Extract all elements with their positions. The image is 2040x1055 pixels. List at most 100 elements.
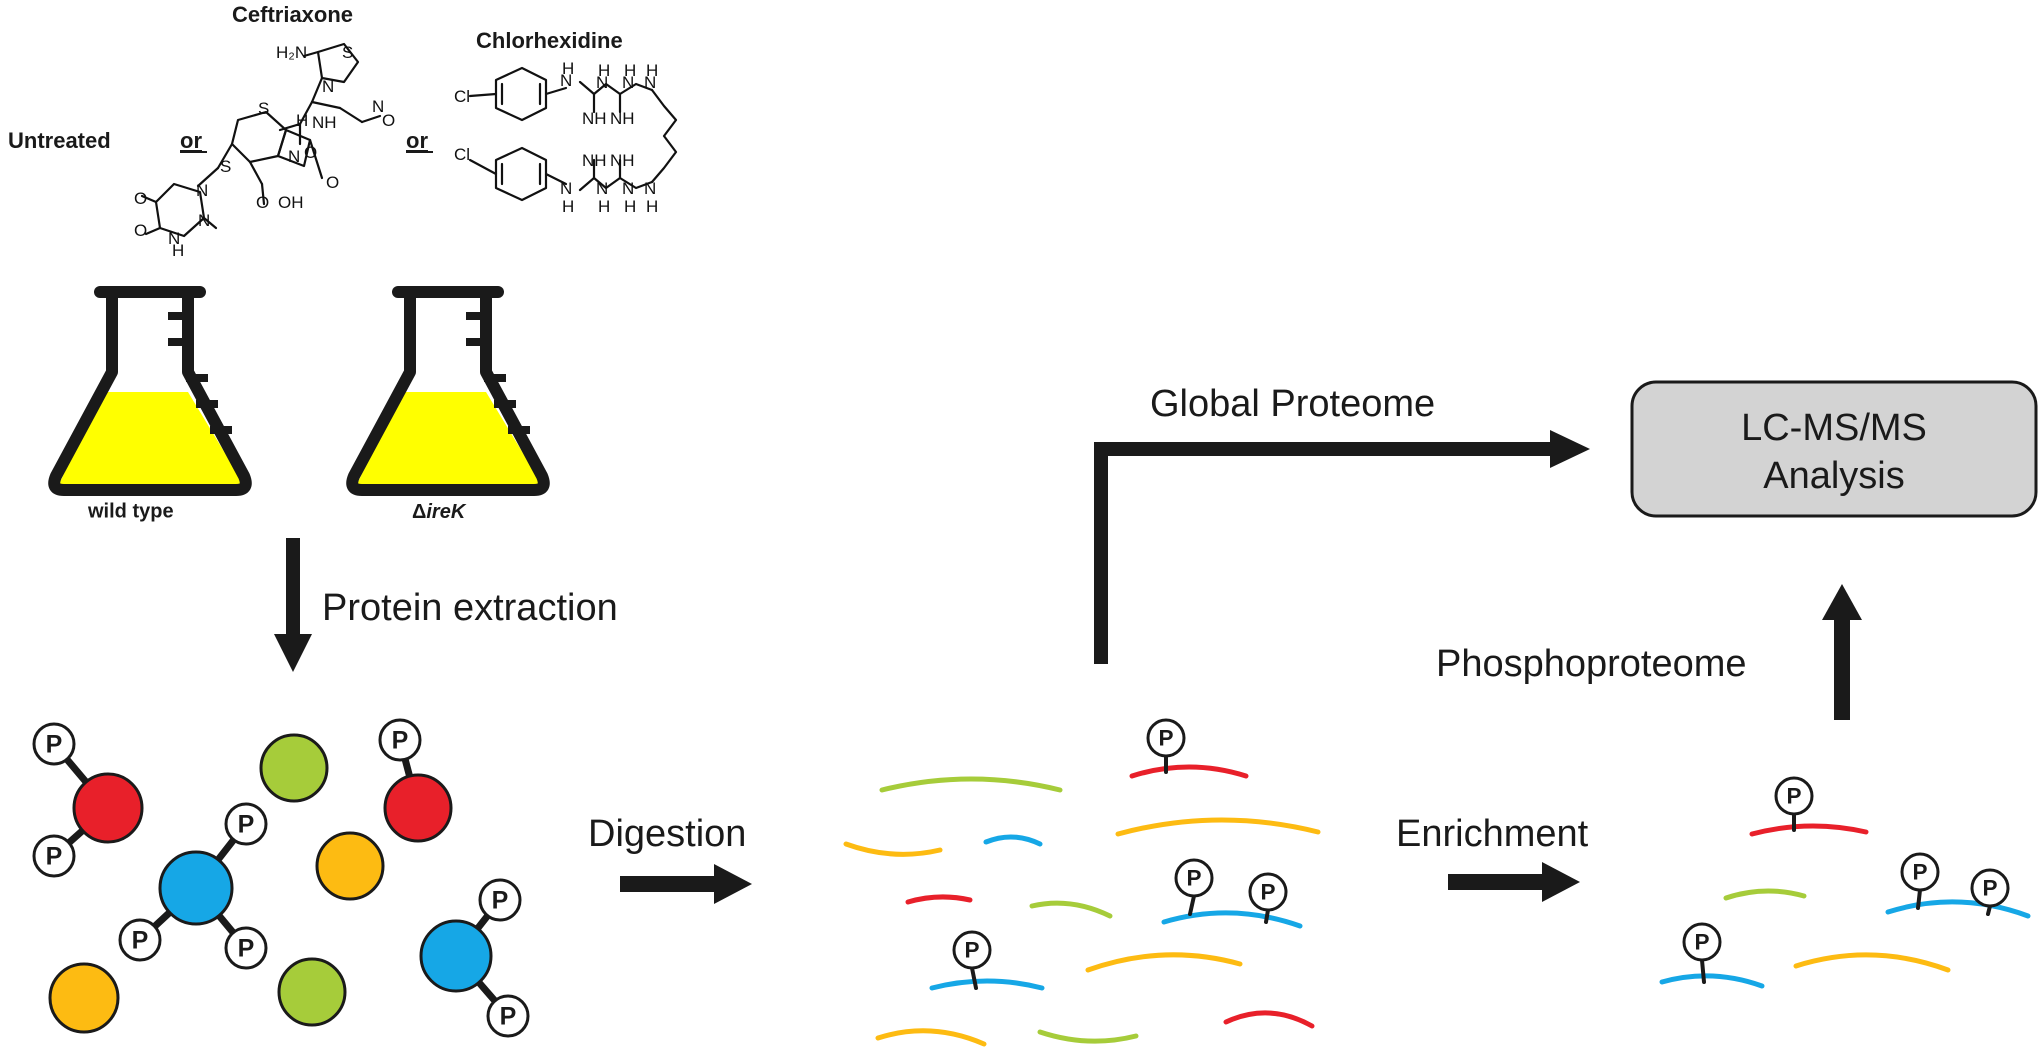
svg-text:N: N bbox=[196, 181, 208, 200]
arrow-phosphoproteome bbox=[1822, 584, 1862, 720]
svg-text:Cl: Cl bbox=[454, 87, 470, 106]
or-label-2: or bbox=[406, 128, 428, 153]
svg-text:H: H bbox=[598, 197, 610, 216]
wild-type-label: wild type bbox=[87, 501, 174, 523]
protein-extraction-label: Protein extraction bbox=[322, 587, 618, 629]
ceftriaxone-label: Ceftriaxone bbox=[232, 2, 353, 27]
peptide bbox=[1029, 900, 1113, 919]
phospho-tag: P bbox=[952, 930, 992, 970]
phospho-label: P bbox=[132, 926, 149, 954]
phospho-tag: P bbox=[32, 834, 76, 878]
proteins-group bbox=[48, 733, 512, 1034]
protein-sphere bbox=[315, 831, 385, 901]
phospho-tag: P bbox=[378, 718, 422, 762]
flask-mutant-icon bbox=[346, 286, 550, 496]
peptide bbox=[1037, 1029, 1139, 1044]
peptide bbox=[1223, 1010, 1315, 1029]
peptide bbox=[1793, 952, 1951, 973]
phospho-tag: P bbox=[1774, 776, 1814, 816]
svg-text:H: H bbox=[646, 197, 658, 216]
untreated-label: Untreated bbox=[8, 128, 111, 153]
arrow-protein-extraction bbox=[274, 538, 312, 672]
svg-text:N: N bbox=[560, 71, 572, 90]
svg-text:N: N bbox=[168, 229, 180, 248]
arrow-enrichment bbox=[1448, 862, 1580, 902]
phospho-label: P bbox=[392, 726, 409, 754]
phospho-tag: P bbox=[1146, 718, 1186, 758]
phospho-label: P bbox=[492, 886, 509, 914]
svg-text:N: N bbox=[622, 179, 634, 198]
svg-text:N: N bbox=[560, 179, 572, 198]
peptide-phospho-stem bbox=[1916, 888, 1922, 910]
svg-text:N: N bbox=[596, 73, 608, 92]
svg-text:NH: NH bbox=[312, 113, 337, 132]
mutant-label: ΔireK bbox=[412, 501, 467, 523]
svg-text:O: O bbox=[382, 111, 395, 130]
enrichment-label: Enrichment bbox=[1396, 813, 1589, 855]
phospho-label: P bbox=[46, 842, 63, 870]
svg-text:H: H bbox=[646, 61, 658, 80]
ceftriaxone-structure-icon bbox=[140, 42, 382, 238]
svg-text:H: H bbox=[296, 111, 308, 130]
phospho-tag: P bbox=[1682, 922, 1722, 962]
svg-text:H: H bbox=[172, 241, 184, 260]
lc-ms-analysis-box bbox=[1630, 380, 2038, 518]
phospho-label: P bbox=[46, 730, 63, 758]
chlorhexidine-label: Chlorhexidine bbox=[476, 28, 623, 53]
phospho-tag: P bbox=[478, 878, 522, 922]
svg-text:H₂N: H₂N bbox=[276, 43, 307, 62]
peptide bbox=[1115, 817, 1321, 837]
svg-text:H: H bbox=[624, 61, 636, 80]
phospho-label: P bbox=[500, 1002, 517, 1030]
peptide-phospho-stem bbox=[1188, 894, 1196, 916]
phospho-label: P bbox=[1186, 866, 1201, 891]
phospho-tag: P bbox=[1248, 872, 1288, 912]
global-proteome-label: Global Proteome bbox=[1150, 383, 1435, 425]
phospho-label: P bbox=[1982, 876, 1997, 901]
peptide bbox=[929, 978, 1045, 991]
svg-text:H: H bbox=[598, 61, 610, 80]
phospho-tag: P bbox=[118, 918, 162, 962]
svg-text:O: O bbox=[256, 193, 269, 212]
phosphoproteome-label: Phosphoproteome bbox=[1436, 643, 1747, 685]
peptide bbox=[875, 1028, 987, 1047]
peptide bbox=[983, 834, 1043, 847]
svg-text:S: S bbox=[342, 43, 353, 62]
or-label-1: or bbox=[180, 128, 202, 153]
phospho-tag: P bbox=[224, 926, 268, 970]
svg-text:S: S bbox=[258, 99, 269, 118]
phospho-tag: P bbox=[1970, 868, 2010, 908]
peptide bbox=[1723, 888, 1807, 901]
svg-text:N: N bbox=[622, 73, 634, 92]
svg-text:Cl: Cl bbox=[454, 145, 470, 164]
analysis-line-1: LC-MS/MS bbox=[1741, 407, 1927, 449]
protein-sphere bbox=[277, 957, 347, 1027]
phospho-tag: P bbox=[224, 802, 268, 846]
digestion-label: Digestion bbox=[588, 813, 746, 855]
phospho-tag: P bbox=[486, 994, 530, 1038]
svg-text:NH: NH bbox=[610, 109, 635, 128]
protein-sphere bbox=[48, 962, 120, 1034]
svg-text:N: N bbox=[288, 147, 300, 166]
peptide-phospho-stem bbox=[970, 966, 978, 990]
peptide bbox=[1129, 764, 1249, 779]
arrow-digestion bbox=[620, 864, 752, 904]
svg-text:H: H bbox=[562, 59, 574, 78]
svg-text:N: N bbox=[644, 179, 656, 198]
svg-text:NH: NH bbox=[582, 109, 607, 128]
svg-text:N: N bbox=[322, 77, 334, 96]
phospho-label: P bbox=[1912, 860, 1927, 885]
peptide bbox=[843, 841, 943, 857]
svg-text:O: O bbox=[326, 173, 339, 192]
phospho-tag: P bbox=[32, 722, 76, 766]
svg-text:N: N bbox=[596, 179, 608, 198]
svg-text:H: H bbox=[562, 197, 574, 216]
peptide-phospho-stem bbox=[1264, 908, 1270, 924]
svg-text:O: O bbox=[134, 221, 147, 240]
svg-text:H: H bbox=[624, 197, 636, 216]
peptide bbox=[1659, 973, 1765, 989]
peptide bbox=[905, 894, 973, 905]
mutant-gene: ireK bbox=[426, 501, 466, 523]
phospho-tag: P bbox=[1174, 858, 1214, 898]
peptide bbox=[1885, 899, 2031, 919]
